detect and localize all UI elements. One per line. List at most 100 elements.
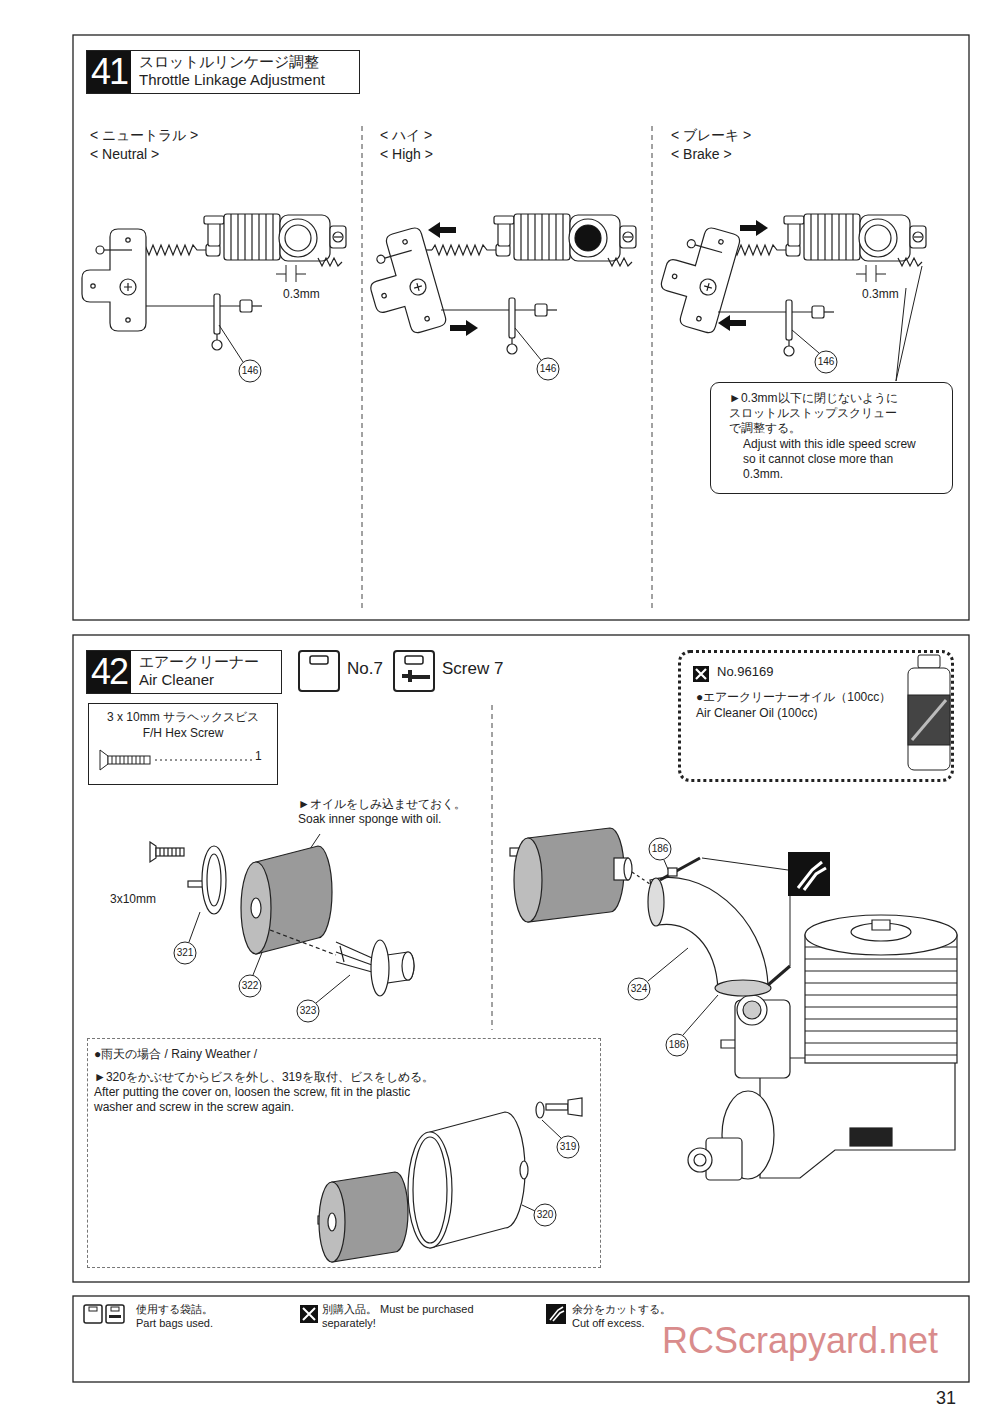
- frames-part: [73, 1296, 969, 1382]
- air-cleaner-parts-part: [270, 930, 336, 955]
- leader-lines-part: [189, 912, 200, 942]
- screw-icon-part: [108, 756, 150, 764]
- separate-purchase-box: No.96169●エアークリーナーオイル（100cc） Air Cleaner …: [678, 650, 954, 782]
- panel-heading: < ハイ >: [380, 127, 432, 144]
- engine-part: [688, 1148, 712, 1172]
- footer-icons-part: [300, 1305, 318, 1323]
- high-linkage-part: [358, 226, 448, 342]
- oil-bottle-part: [908, 668, 950, 770]
- dimension: 0.3mm: [283, 287, 320, 301]
- leader-lines-part: [522, 1205, 535, 1211]
- leader-lines-part: [542, 1120, 561, 1138]
- callout-circles-part: [537, 358, 559, 380]
- bag-icons-part: [394, 651, 434, 691]
- air-cleaner-parts-part: [160, 848, 180, 856]
- screw-icon-part: [112, 756, 144, 764]
- callout-circles-part: [174, 942, 196, 964]
- legend-text: 別購入品。 Must be purchased separately!: [322, 1303, 474, 1329]
- oil-bottle-part: [912, 700, 946, 740]
- bag-number: Screw 7: [442, 658, 503, 680]
- cut-icon-part: [798, 862, 826, 890]
- legend-text: 余分をカットする。 Cut off excess.: [572, 1303, 671, 1329]
- separate-purchase-icon-part: [696, 669, 706, 679]
- part-name: 3 x 10mm サラヘックスビス F/H Hex Screw: [97, 709, 269, 741]
- brake-linkage: [652, 214, 926, 356]
- cut-icon-part: [788, 852, 830, 896]
- cut-icon: [702, 852, 830, 966]
- footer-icons-part: [546, 1304, 566, 1324]
- step-header: 41スロットルリンケージ調整 Throttle Linkage Adjustme…: [86, 50, 360, 94]
- leader-lines-part: [219, 325, 243, 362]
- callout-circles-part: [534, 1204, 556, 1226]
- leader-lines-part: [515, 328, 541, 360]
- filter-and-manifold-part: [768, 966, 790, 985]
- bag-icons-part: [402, 670, 430, 682]
- move-arrows: [428, 220, 768, 336]
- legend-item: 別購入品。 Must be purchased separately!: [322, 1302, 487, 1330]
- high-linkage-part: [441, 298, 557, 354]
- bag-label: No.7: [347, 658, 383, 680]
- panel-heading: < ブレーキ >: [671, 127, 751, 144]
- dividers-part: [492, 705, 493, 1030]
- rain-cover-parts-part: [413, 1137, 447, 1243]
- instruction: ►320をかぶせてからビスを外し、319を取付、ビスをしめる。 After pu…: [94, 1070, 439, 1115]
- callout-number: 146: [242, 365, 259, 377]
- footer-icons-part: [89, 1307, 97, 1311]
- bag-icons-part: [310, 656, 328, 664]
- bag-label: Screw 7: [442, 658, 503, 680]
- callout-circles-part: [815, 351, 837, 373]
- box-heading: ●雨天の場合 / Rainy Weather /: [94, 1046, 600, 1062]
- callout-number: 186: [669, 1039, 686, 1051]
- footer-icons-part: [109, 1315, 121, 1318]
- high-linkage-part-part: [358, 226, 448, 342]
- air-cleaner-parts-part: [150, 842, 156, 862]
- callout-circles-part: [666, 1034, 688, 1056]
- callout-number: 146: [818, 356, 835, 368]
- callout-number: 323: [300, 1005, 317, 1017]
- leader-lines-part: [896, 266, 922, 381]
- footer-icons-part: [303, 1308, 315, 1320]
- parts-box: 3 x 10mm サラヘックスビス F/H Hex Screw1: [88, 703, 278, 785]
- air-cleaner-parts-part: [251, 898, 261, 918]
- bag-number: No.7: [347, 658, 383, 680]
- filter-and-manifold: [510, 828, 790, 996]
- leader-lines-part: [792, 330, 819, 353]
- move-arrows-part: [718, 315, 746, 331]
- high-linkage: [358, 214, 636, 354]
- note-box: ►0.3mm以下に閉じないように スロットルストップスクリュー で調整する。Ad…: [710, 382, 953, 494]
- air-cleaner-parts-part: [202, 846, 226, 914]
- footer-icons-part: [84, 1305, 102, 1323]
- bag-icons-part: [405, 656, 423, 664]
- rain-cover-parts: [318, 1098, 582, 1262]
- note: ►オイルをしみ込ませておく。 Soak inner sponge with oi…: [298, 797, 473, 827]
- move-arrows-part: [450, 320, 478, 336]
- gap-marks-part: [856, 265, 886, 282]
- open-throttle: [575, 225, 601, 251]
- rain-cover-parts-part: [546, 1104, 568, 1110]
- gap-marks: [276, 265, 886, 282]
- high-linkage-part: [422, 214, 636, 266]
- air-cleaner-parts-part: [241, 862, 271, 954]
- filter-and-manifold-part: [624, 858, 632, 880]
- brake-linkage-part: [718, 300, 834, 356]
- step-title: スロットルリンケージ調整 Throttle Linkage Adjustment: [131, 51, 359, 93]
- callout-circles-part: [239, 975, 261, 997]
- frames-part: [73, 35, 969, 620]
- neutral-linkage-part: [132, 214, 346, 266]
- separate-purchase-icon-part: [693, 666, 709, 682]
- rainy-weather-box: ●雨天の場合 / Rainy Weather / ►320をかぶせてからビスを外し…: [87, 1038, 601, 1268]
- callout-number: 320: [537, 1209, 554, 1221]
- neutral-linkage-part: [82, 229, 146, 331]
- footer-icons-part: [550, 1307, 564, 1321]
- frames-part: [73, 635, 969, 1282]
- rain-cover-parts-part: [319, 1182, 345, 1262]
- screw-icon-part: [155, 760, 252, 761]
- leader-lines-part: [648, 948, 688, 981]
- rain-cover-parts-part: [408, 1132, 452, 1248]
- legend-text: 使用する袋詰。 Part bags used.: [136, 1303, 213, 1329]
- bag-icons: [299, 651, 434, 691]
- air-cleaner-parts-part: [402, 952, 414, 980]
- oil-bottle-part: [908, 695, 950, 745]
